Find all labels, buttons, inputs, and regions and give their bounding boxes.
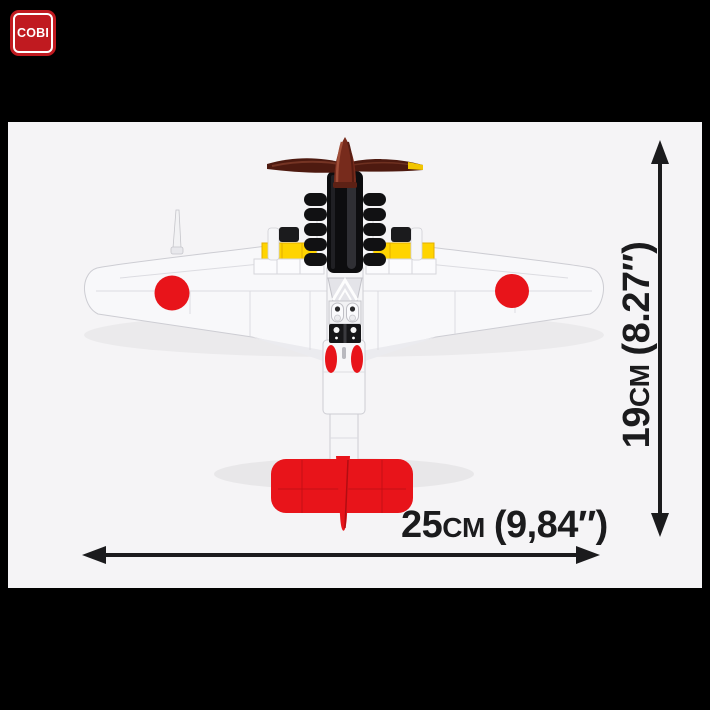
fuselage-red-marking-left [325, 345, 337, 373]
width-imperial: (9,84″) [493, 504, 608, 546]
fuselage-antenna-stub [342, 347, 346, 359]
height-value: 19 [616, 407, 658, 449]
height-unit: CM [624, 364, 655, 408]
cobi-logo-text: COBI [16, 26, 50, 40]
exhaust-stacks [304, 193, 386, 266]
propeller-yellow-tip [408, 162, 423, 170]
airplane-tail [271, 456, 413, 531]
width-arrow-icon [82, 546, 600, 564]
antenna-mast [170, 209, 184, 255]
height-dimension-text: 19CM (8.27″) [615, 242, 659, 449]
vertical-fin [336, 456, 350, 531]
height-imperial: (8.27″) [616, 241, 658, 356]
propeller-spinner [333, 137, 357, 188]
fuselage-red-marking-right [351, 345, 363, 373]
width-unit: CM [442, 512, 485, 543]
cobi-logo-border: COBI [13, 13, 53, 53]
cobi-logo: COBI [10, 10, 56, 56]
width-value: 25 [401, 504, 443, 546]
roundel-right-wing [495, 274, 529, 308]
roundel-left-wing [154, 275, 190, 311]
engine-cowling [327, 171, 363, 273]
width-dimension-label: 25CM (9,84″) [401, 503, 608, 547]
height-arrow-icon [651, 140, 669, 537]
cockpit-canopy [327, 277, 363, 343]
